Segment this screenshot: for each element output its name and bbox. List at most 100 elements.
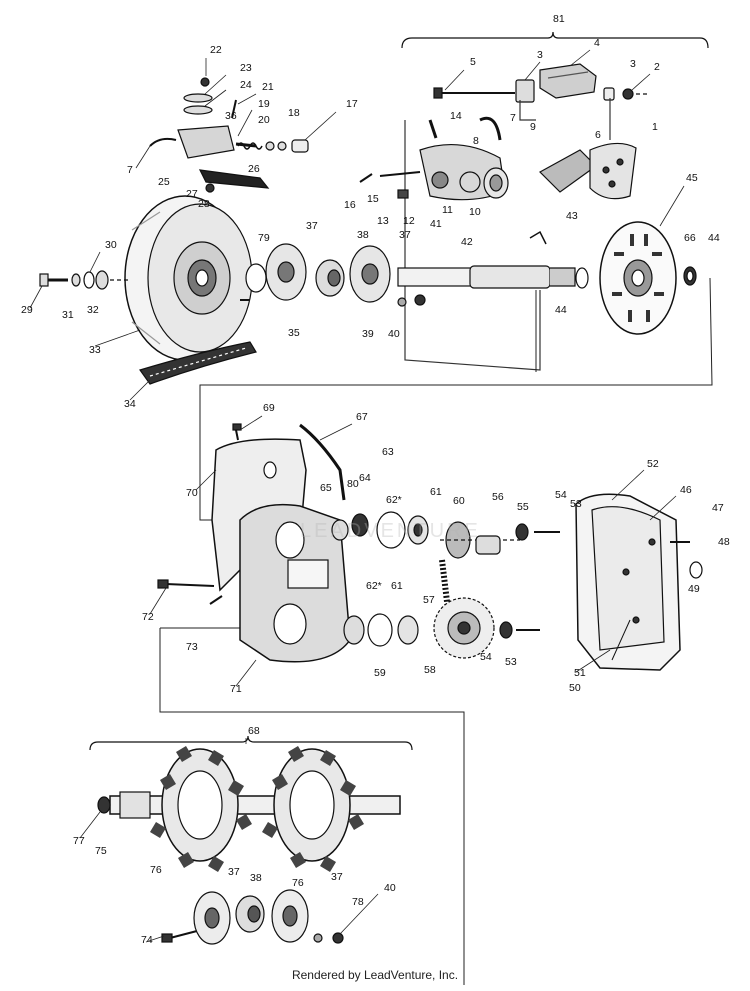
part-callout-46: 46 <box>680 484 692 496</box>
assembly-bracket-68 <box>89 735 413 751</box>
part-callout-24: 24 <box>240 79 252 91</box>
part-callout-37: 37 <box>399 229 411 241</box>
part-callout-13: 13 <box>377 215 389 227</box>
part-callout-54: 54 <box>555 489 567 501</box>
part-callout-3: 3 <box>630 58 636 70</box>
part-callout-52: 52 <box>647 458 659 470</box>
part-callout-11: 11 <box>442 204 453 216</box>
upper-right-assembly <box>359 63 650 371</box>
part-callout-66: 66 <box>684 232 696 244</box>
part-callout-18: 18 <box>288 107 300 119</box>
part-callout-21: 21 <box>262 81 274 93</box>
part-callout-73: 73 <box>186 641 198 653</box>
part-callout-65: 65 <box>320 482 332 494</box>
part-callout-15: 15 <box>367 193 379 205</box>
part-callout-33: 33 <box>89 344 101 356</box>
part-callout-79: 79 <box>258 232 270 244</box>
chaincase-71 <box>157 423 351 663</box>
part-callout-5: 5 <box>470 56 476 68</box>
chaincase-cover-46 <box>575 493 703 671</box>
part-callout-7: 7 <box>510 112 516 124</box>
part-callout-27: 27 <box>186 188 198 200</box>
part-callout-7: 7 <box>127 164 133 176</box>
part-callout-22: 22 <box>210 44 222 56</box>
upper-left-assembly <box>149 77 309 193</box>
part-callout-81: 81 <box>553 13 565 25</box>
part-callout-61: 61 <box>430 486 442 498</box>
lower-bearing-parts <box>161 889 344 945</box>
part-callout-34: 34 <box>124 398 136 410</box>
jackshaft-parts <box>240 243 589 307</box>
part-callout-9: 9 <box>530 121 536 133</box>
part-callout-58: 58 <box>424 664 436 676</box>
part-callout-48: 48 <box>718 536 730 548</box>
part-callout-17: 17 <box>346 98 358 110</box>
part-callout-76: 76 <box>292 877 304 889</box>
part-callout-57: 57 <box>423 594 435 606</box>
part-callout-20: 20 <box>258 114 270 126</box>
part-callout-25: 25 <box>158 176 170 188</box>
part-callout-42: 42 <box>461 236 473 248</box>
part-callout-60: 60 <box>453 495 465 507</box>
leader-lines <box>29 49 685 943</box>
part-callout-16: 16 <box>344 199 356 211</box>
part-callout-62-star: 62* <box>366 580 382 592</box>
part-callout-44: 44 <box>555 304 567 316</box>
footer-credit: Rendered by LeadVenture, Inc. <box>291 968 459 982</box>
part-callout-3: 3 <box>537 49 543 61</box>
watermark-text: LEADVENTURE <box>300 520 481 542</box>
part-callout-62-star: 62* <box>386 494 402 506</box>
part-callout-53: 53 <box>505 656 517 668</box>
part-callout-40: 40 <box>384 882 396 894</box>
part-callout-37: 37 <box>228 866 240 878</box>
part-callout-23: 23 <box>240 62 252 74</box>
part-callout-59: 59 <box>374 667 386 679</box>
part-callout-6: 6 <box>595 129 601 141</box>
part-callout-75: 75 <box>95 845 107 857</box>
clutch-pulley-33 <box>124 195 253 361</box>
part-callout-76: 76 <box>150 864 162 876</box>
part-callout-28: 28 <box>198 198 210 210</box>
drive-sprocket-76-right <box>262 746 364 872</box>
part-callout-55: 55 <box>517 501 529 513</box>
part-callout-50: 50 <box>569 682 581 694</box>
part-callout-40: 40 <box>388 328 400 340</box>
part-callout-29: 29 <box>21 304 33 316</box>
part-callout-44: 44 <box>708 232 720 244</box>
part-callout-43: 43 <box>566 210 578 222</box>
part-callout-78: 78 <box>352 896 364 908</box>
drive-sprocket-76-left <box>150 746 252 872</box>
part-callout-61: 61 <box>391 580 403 592</box>
belt-34 <box>139 341 257 385</box>
part-callout-10: 10 <box>469 206 481 218</box>
part-callout-67: 67 <box>356 411 368 423</box>
part-callout-14: 14 <box>450 110 462 122</box>
part-callout-37: 37 <box>306 220 318 232</box>
part-callout-70: 70 <box>186 487 198 499</box>
part-callout-36: 36 <box>225 110 237 122</box>
part-callout-63: 63 <box>382 446 394 458</box>
part-callout-56: 56 <box>492 491 504 503</box>
part-callout-1: 1 <box>652 121 658 133</box>
assembly-bracket-81 <box>401 31 709 49</box>
part-callout-80: 80 <box>347 478 359 490</box>
bolt-washers-29-32 <box>39 270 130 290</box>
part-callout-12: 12 <box>403 215 415 227</box>
part-callout-41: 41 <box>430 218 442 230</box>
part-callout-32: 32 <box>87 304 99 316</box>
part-callout-77: 77 <box>73 835 85 847</box>
part-callout-54: 54 <box>480 651 492 663</box>
part-callout-26: 26 <box>248 163 260 175</box>
part-callout-37: 37 <box>331 871 343 883</box>
part-callout-71: 71 <box>230 683 242 695</box>
part-callout-72: 72 <box>142 611 154 623</box>
part-callout-8: 8 <box>473 135 479 147</box>
part-callout-2: 2 <box>654 61 660 73</box>
part-callout-45: 45 <box>686 172 698 184</box>
part-callout-38: 38 <box>250 872 262 884</box>
part-callout-31: 31 <box>62 309 74 321</box>
part-callout-51: 51 <box>574 667 586 679</box>
